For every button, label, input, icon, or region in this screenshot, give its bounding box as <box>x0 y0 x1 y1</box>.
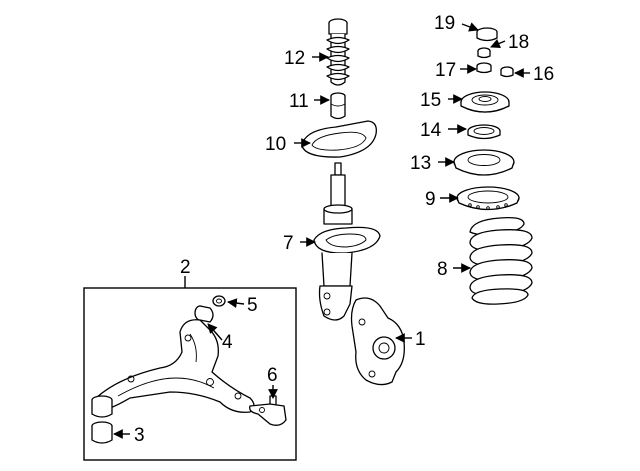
part-8-coil-spring <box>469 216 533 305</box>
part-17-bushing <box>476 62 492 74</box>
part-9-spring-insulator <box>456 186 520 211</box>
callout-8: 8 <box>437 259 448 280</box>
callout-15: 15 <box>420 90 441 111</box>
part-2-group-box <box>83 287 297 461</box>
part-7-strut-assembly <box>313 162 381 321</box>
callout-12: 12 <box>284 48 305 69</box>
callout-16: 16 <box>533 64 554 85</box>
part-6-ball-joint <box>249 395 287 426</box>
callout-4: 4 <box>222 332 233 353</box>
callout-leaders <box>113 22 530 439</box>
callout-7: 7 <box>283 233 294 254</box>
part-19-nut <box>476 27 498 42</box>
callout-labels: 12 11 10 7 1 8 9 13 14 15 17 16 18 19 2 … <box>134 13 554 446</box>
part-14-bearing <box>467 124 501 140</box>
callout-3: 3 <box>134 425 145 446</box>
callout-9: 9 <box>425 189 436 210</box>
part-5-washer <box>212 295 226 307</box>
part-11-bump-stop <box>330 92 346 120</box>
callout-5: 5 <box>247 295 258 316</box>
part-12-bump-stop-boot <box>326 18 350 86</box>
part-18-washer <box>477 47 491 59</box>
part-15-strut-mount <box>460 91 510 113</box>
callout-2: 2 <box>180 257 191 278</box>
callout-18: 18 <box>508 32 529 53</box>
part-2-lower-control-arm <box>95 319 255 413</box>
callout-1: 1 <box>415 329 426 350</box>
part-16-cap <box>500 66 514 78</box>
part-13-spring-seat <box>453 149 515 176</box>
callout-11: 11 <box>289 91 309 112</box>
callout-19: 19 <box>434 13 455 34</box>
callout-17: 17 <box>435 60 456 81</box>
part-4-bushing <box>194 305 214 323</box>
callout-14: 14 <box>420 120 442 141</box>
callout-10: 10 <box>265 134 286 155</box>
callout-6: 6 <box>267 365 278 386</box>
callout-13: 13 <box>410 153 431 174</box>
part-10-upper-seat <box>301 120 377 158</box>
part-3-rear-bushing <box>91 395 113 444</box>
part-1-steering-knuckle <box>350 297 405 386</box>
